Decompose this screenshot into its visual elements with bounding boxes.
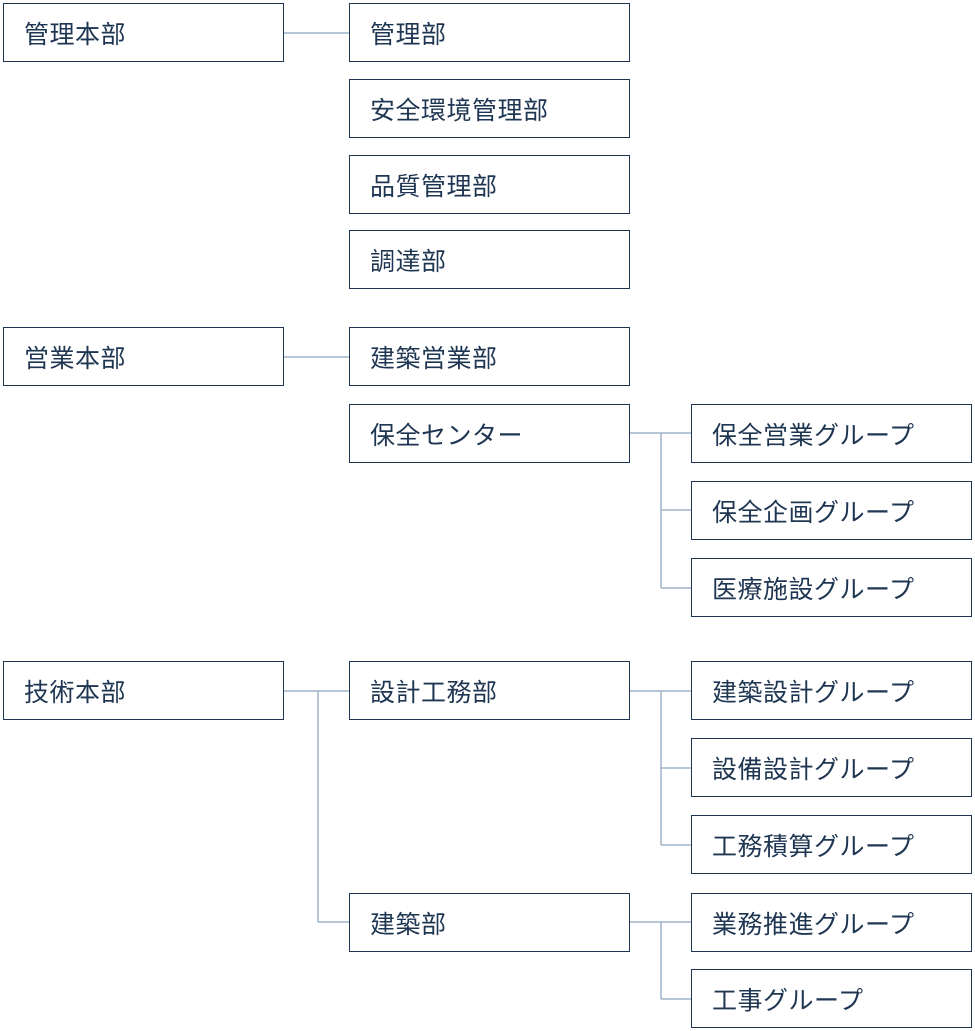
node-label: 営業本部	[24, 343, 127, 373]
node-setsubi-sekkei-group: 設備設計グループ	[691, 738, 972, 797]
node-koumu-sekisan-group: 工務積算グループ	[691, 815, 972, 874]
node-label: 保全センター	[370, 420, 524, 450]
node-hozen-center: 保全センター	[349, 404, 630, 463]
node-label: 設計工務部	[370, 677, 498, 707]
node-kanri-bu: 管理部	[349, 3, 630, 62]
node-label: 建築部	[370, 909, 447, 939]
node-kenchiku-bu: 建築部	[349, 893, 630, 952]
node-hozen-eigyo-group: 保全営業グループ	[691, 404, 972, 463]
node-label: 管理部	[370, 19, 447, 49]
node-sekkei-koumu-bu: 設計工務部	[349, 661, 630, 720]
node-label: 医療施設グループ	[712, 574, 915, 604]
node-koji-group: 工事グループ	[691, 969, 972, 1028]
node-label: 保全企画グループ	[712, 497, 915, 527]
node-eigyo-honbu: 営業本部	[3, 327, 284, 386]
node-label: 設備設計グループ	[712, 754, 915, 784]
node-label: 品質管理部	[370, 171, 498, 201]
node-label: 工務積算グループ	[712, 831, 915, 861]
node-anzen-kankyo-kanri-bu: 安全環境管理部	[349, 79, 630, 138]
node-label: 技術本部	[24, 677, 127, 707]
node-label: 保全営業グループ	[712, 420, 915, 450]
node-hozen-kikaku-group: 保全企画グループ	[691, 481, 972, 540]
node-label: 調達部	[370, 246, 447, 276]
node-label: 管理本部	[24, 19, 127, 49]
node-gyomu-suishin-group: 業務推進グループ	[691, 893, 972, 952]
node-chotatsu-bu: 調達部	[349, 230, 630, 289]
node-iryo-shisetsu-group: 医療施設グループ	[691, 558, 972, 617]
node-gijutsu-honbu: 技術本部	[3, 661, 284, 720]
node-label: 業務推進グループ	[712, 909, 915, 939]
node-kenchiku-eigyo-bu: 建築営業部	[349, 327, 630, 386]
node-kenchiku-sekkei-group: 建築設計グループ	[691, 661, 972, 720]
node-label: 建築営業部	[370, 343, 498, 373]
node-kanri-honbu: 管理本部	[3, 3, 284, 62]
node-label: 工事グループ	[712, 985, 864, 1015]
node-label: 安全環境管理部	[370, 95, 549, 125]
node-label: 建築設計グループ	[712, 677, 915, 707]
node-hinshitsu-kanri-bu: 品質管理部	[349, 155, 630, 214]
